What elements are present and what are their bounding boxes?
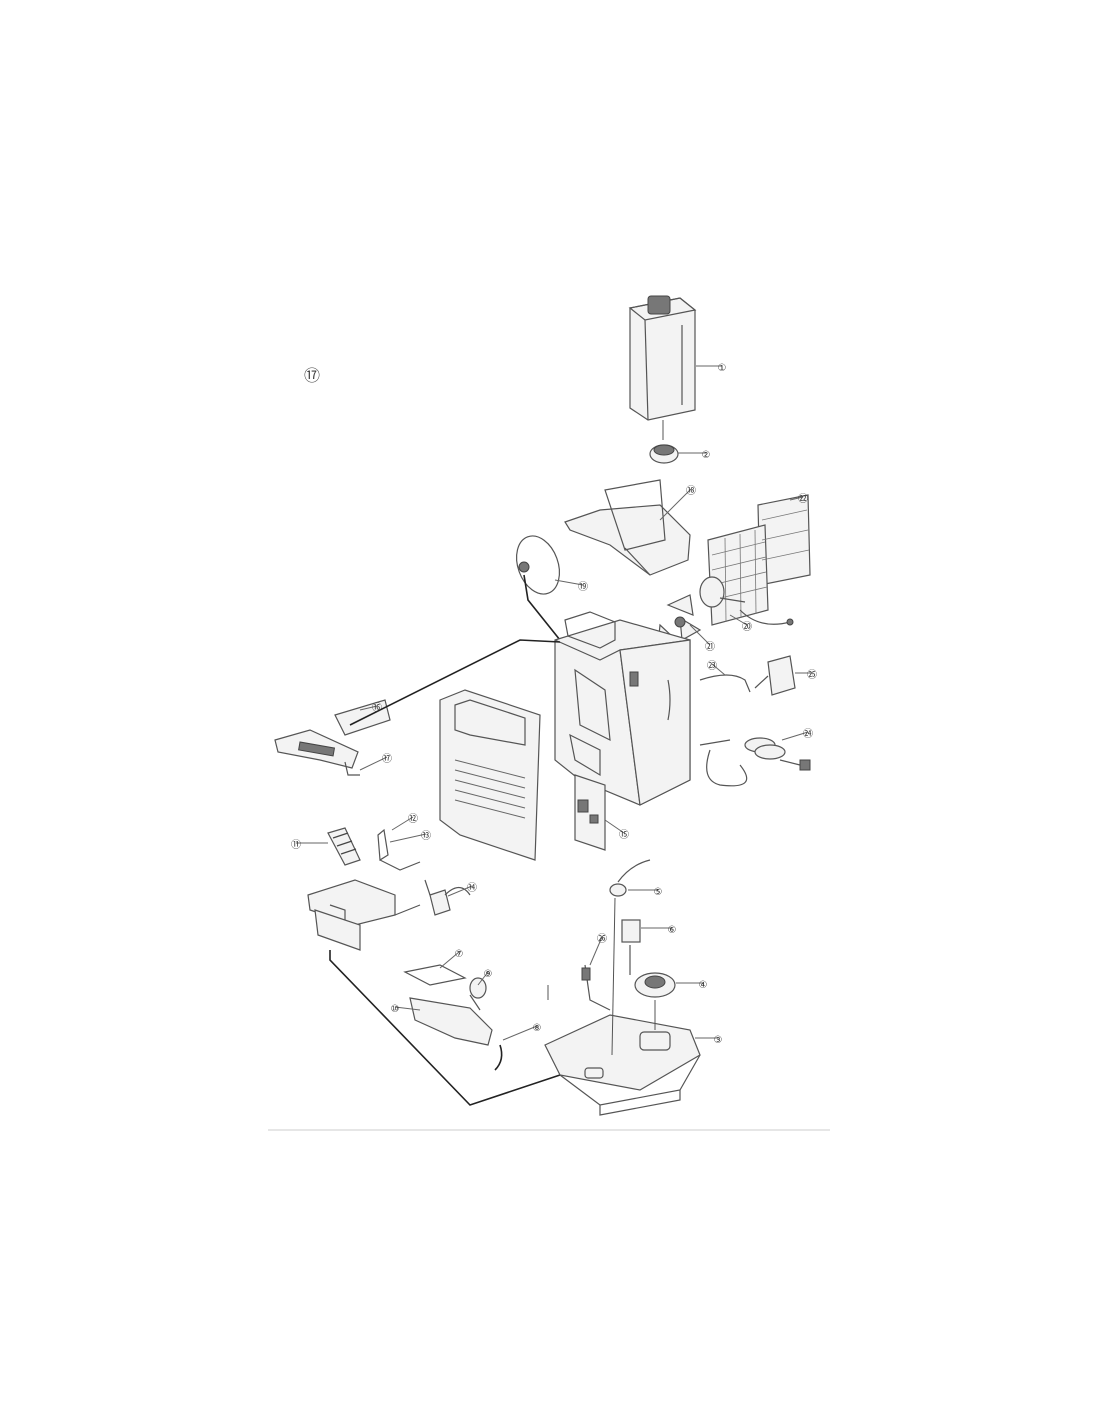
callout-burner: ⑩ — [391, 1004, 400, 1015]
switch-box-drawing — [754, 655, 796, 696]
callout-thermistor: ㉓ — [707, 660, 717, 672]
tank-holder-drawing — [564, 479, 691, 576]
callout-pcb: ⑮ — [619, 829, 629, 841]
callout-back-grille: ㉒ — [798, 493, 808, 505]
leader-line-motor — [729, 614, 748, 626]
callout-fan-guard: ⑲ — [578, 581, 588, 593]
transformer-drawing — [424, 879, 471, 916]
burner-lower-drawing — [403, 964, 503, 1071]
tank-cap-drawing — [649, 420, 679, 464]
leader-line-fan — [689, 624, 711, 646]
harness-wire-top — [349, 639, 561, 726]
callout-motor: ⑳ — [742, 621, 752, 633]
fan-guard-drawing — [515, 535, 561, 641]
power-cord-drawing — [699, 737, 811, 787]
leader-line-sensor — [477, 971, 489, 986]
leader-line-burner — [394, 1006, 421, 1011]
front-panel-drawing — [439, 689, 541, 861]
harness-wire-bottom — [329, 950, 561, 1106]
leader-line-burner-wire — [439, 951, 460, 969]
float-drawing — [547, 964, 611, 1011]
burner-base-drawing — [307, 879, 421, 951]
leader-line-power-cord — [781, 731, 809, 741]
callout-bracket: ⑫ — [408, 813, 418, 825]
back-grille-drawing — [707, 494, 811, 626]
leader-line-transformer — [447, 885, 473, 897]
thermistor-drawing — [699, 674, 751, 693]
fuel-tank-drawing — [628, 295, 697, 421]
leader-line-fan-guard — [554, 579, 584, 586]
callout-tank-cap: ② — [702, 450, 711, 461]
control-board-drawing — [274, 699, 391, 776]
leader-line-spring — [502, 1025, 538, 1041]
callout-power-cord: ㉔ — [803, 728, 813, 740]
base-tray-drawing — [544, 1014, 701, 1116]
callout-transformer: ⑭ — [467, 882, 477, 894]
igniter-drawing — [327, 827, 361, 866]
leader-line-float — [589, 936, 603, 966]
callout-float: ㉖ — [597, 933, 607, 945]
callout-tank: ① — [718, 363, 727, 374]
callout-panel-wire: ⑰ — [382, 753, 392, 765]
callout-base-tray: ③ — [714, 1035, 723, 1046]
callout-pump-top: ⑤ — [654, 887, 663, 898]
pcb-drawing — [574, 774, 606, 851]
pump-drawing — [609, 859, 651, 1056]
leader-line-bracket — [391, 816, 414, 831]
callout-igniter: ⑪ — [291, 839, 301, 851]
bracket-drawing — [377, 828, 421, 871]
callout-fan: ㉑ — [705, 641, 715, 653]
callout-burner-wire: ⑦ — [455, 949, 464, 960]
leader-line-control-board — [359, 705, 378, 711]
callout-sensor: ⑨ — [484, 969, 493, 980]
callout-bracket-b: ⑬ — [421, 830, 431, 842]
leader-line-bracket-b — [389, 833, 427, 843]
oil-filter-drawing — [634, 972, 676, 1030]
leader-line-back-grille — [789, 496, 804, 501]
callout-spring: ⑧ — [533, 1023, 542, 1034]
callout-pump: ⑥ — [668, 925, 677, 936]
leader-line-tank-holder — [659, 488, 692, 521]
callout-switch-box: ㉕ — [807, 669, 817, 681]
main-cabinet-drawing — [554, 611, 691, 806]
leader-line-pcb — [604, 819, 625, 834]
callout-control-board: ⑯ — [372, 702, 382, 714]
callout-tank-holder: ⑱ — [686, 485, 696, 497]
callout-oil-filter: ④ — [699, 980, 708, 991]
floating-label: ⑰ — [304, 366, 320, 385]
leader-line-panel-wire — [359, 756, 388, 771]
leader-line-thermistor — [711, 663, 726, 676]
